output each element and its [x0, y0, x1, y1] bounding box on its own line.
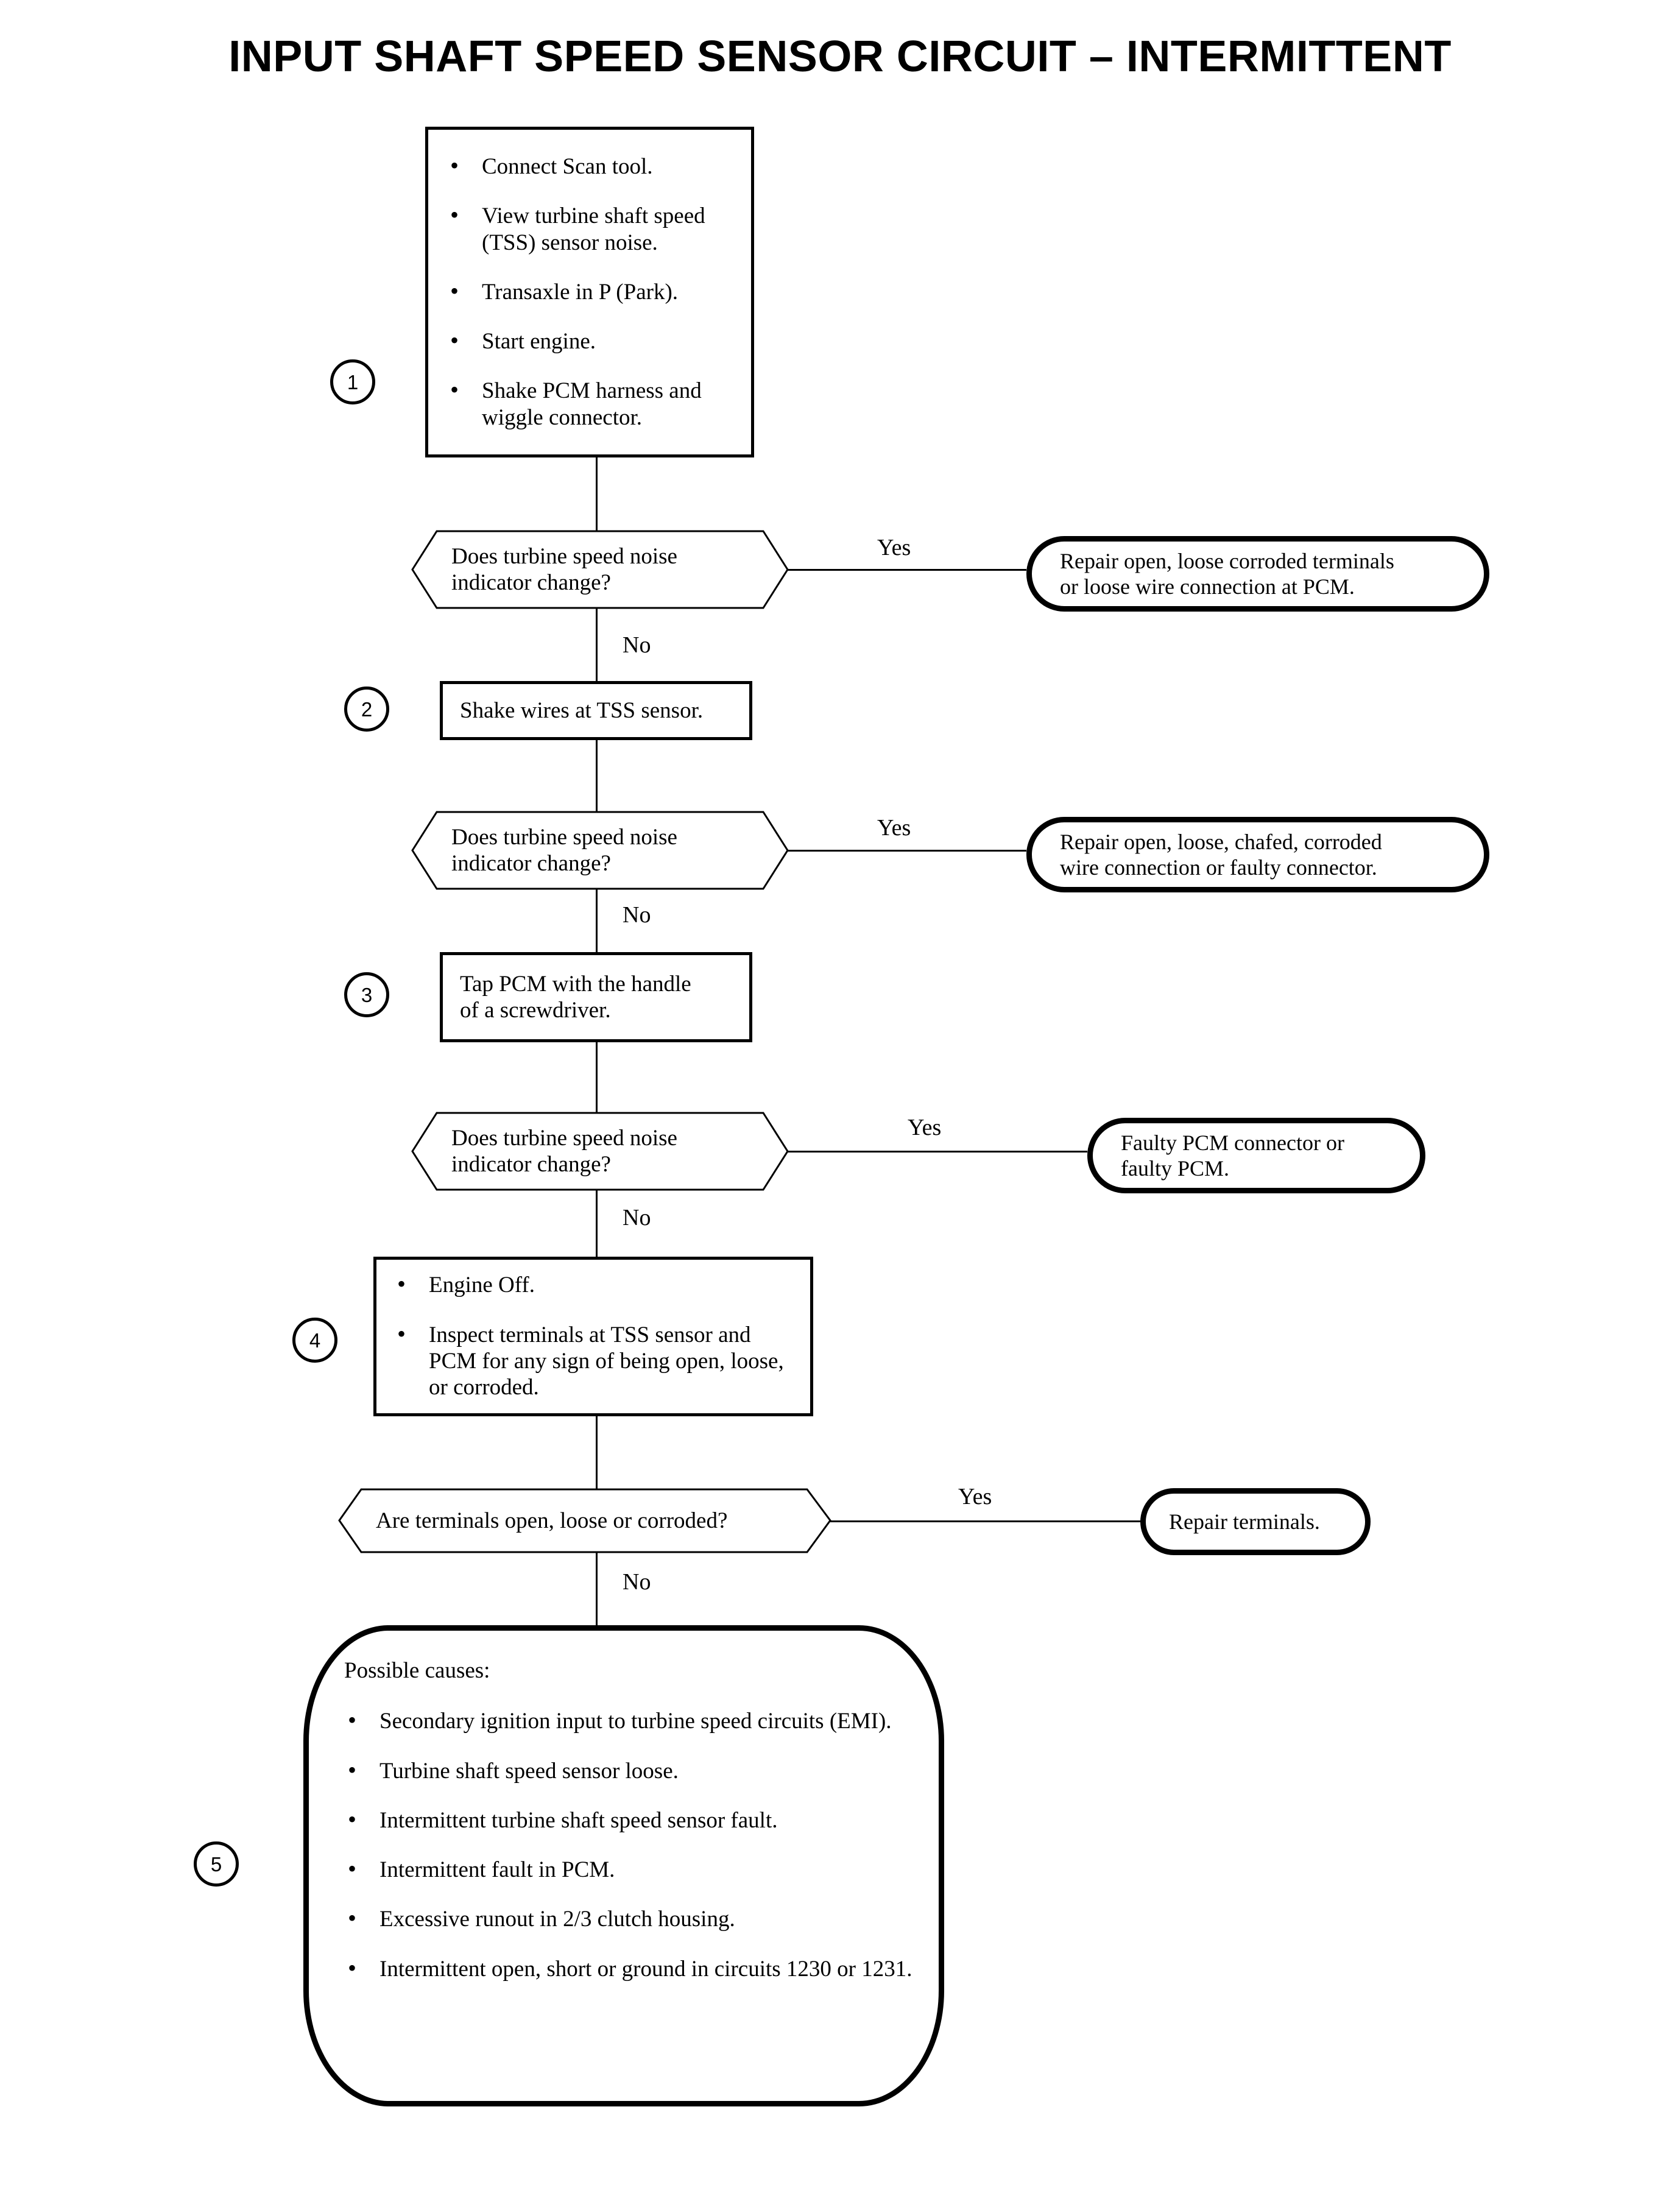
- result-2-line-1: Repair open, loose, chafed, corroded: [1060, 829, 1382, 854]
- step-1-bullet-list: Connect Scan tool. View turbine shaft sp…: [446, 152, 734, 431]
- list-item: Secondary ignition input to turbine spee…: [344, 1706, 914, 1735]
- list-item: Intermittent turbine shaft speed sensor …: [344, 1806, 914, 1834]
- edge-label-yes-3: Yes: [908, 1115, 942, 1140]
- step-marker-1-label: 1: [347, 370, 359, 394]
- step-5-heading: Possible causes:: [344, 1658, 490, 1683]
- result-4-box: Repair terminals.: [1140, 1488, 1371, 1555]
- connector-decision3-yes: [788, 1151, 1087, 1153]
- connector-step3-decision3: [596, 1042, 598, 1114]
- step-marker-2-label: 2: [361, 697, 373, 721]
- connector-decision4-yes: [830, 1520, 1142, 1522]
- step-5-box: Possible causes: Secondary ignition inpu…: [303, 1625, 944, 2106]
- result-4-text: Repair terminals.: [1169, 1509, 1320, 1534]
- list-item: Engine Off.: [394, 1270, 794, 1299]
- list-item: Turbine shaft speed sensor loose.: [344, 1756, 914, 1785]
- step-marker-3-label: 3: [361, 983, 373, 1006]
- decision-1-line-2: indicator change?: [451, 570, 611, 595]
- decision-3-line-2: indicator change?: [451, 1152, 611, 1177]
- result-3-line-2: faulty PCM.: [1121, 1156, 1230, 1181]
- step-4-bullet-list: Engine Off. Inspect terminals at TSS sen…: [394, 1270, 794, 1401]
- step-3-box: Tap PCM with the handle of a screwdriver…: [440, 952, 752, 1042]
- decision-4-text: Are terminals open, loose or corroded?: [376, 1508, 728, 1533]
- decision-1-line-1: Does turbine speed noise: [451, 543, 677, 569]
- decision-4-shape: Are terminals open, loose or corroded?: [338, 1488, 831, 1553]
- result-3-line-1: Faulty PCM connector or: [1121, 1130, 1344, 1155]
- edge-label-no-4: No: [623, 1569, 651, 1595]
- step-2-box: Shake wires at TSS sensor.: [440, 681, 752, 740]
- step-marker-5-label: 5: [210, 1852, 222, 1876]
- list-item: Intermittent fault in PCM.: [344, 1855, 914, 1883]
- step-marker-1: 1: [330, 359, 375, 404]
- connector-step2-decision2: [596, 740, 598, 813]
- edge-label-no-3: No: [623, 1205, 651, 1230]
- list-item: Shake PCM harness and wiggle connector.: [446, 376, 734, 431]
- result-1-box: Repair open, loose corroded terminals or…: [1026, 536, 1489, 612]
- list-item: Start engine.: [446, 327, 734, 355]
- result-1-line-1: Repair open, loose corroded terminals: [1060, 548, 1394, 573]
- edge-label-yes-2: Yes: [877, 815, 911, 841]
- connector-decision2-no: [596, 889, 598, 974]
- decision-1-shape: Does turbine speed noise indicator chang…: [411, 530, 789, 609]
- decision-3-line-1: Does turbine speed noise: [451, 1125, 677, 1151]
- connector-decision1-no: [596, 608, 598, 690]
- step-2-text: Shake wires at TSS sensor.: [460, 697, 704, 723]
- connector-decision1-yes: [788, 569, 1026, 571]
- page-title: INPUT SHAFT SPEED SENSOR CIRCUIT – INTER…: [228, 32, 1452, 81]
- decision-3-shape: Does turbine speed noise indicator chang…: [411, 1112, 789, 1191]
- step-marker-4: 4: [292, 1318, 337, 1363]
- result-3-box: Faulty PCM connector or faulty PCM.: [1087, 1118, 1425, 1193]
- list-item: Excessive runout in 2/3 clutch housing.: [344, 1904, 914, 1933]
- step-marker-2: 2: [344, 687, 389, 732]
- step-marker-3: 3: [344, 972, 389, 1017]
- connector-decision2-yes: [788, 850, 1026, 852]
- result-2-line-2: wire connection or faulty connector.: [1060, 855, 1377, 880]
- edge-label-yes-1: Yes: [877, 535, 911, 560]
- edge-label-yes-4: Yes: [958, 1484, 992, 1509]
- list-item: Connect Scan tool.: [446, 152, 734, 180]
- result-2-box: Repair open, loose, chafed, corroded wir…: [1026, 817, 1489, 892]
- list-item: Inspect terminals at TSS sensor and PCM …: [394, 1320, 794, 1401]
- connector-step4-decision4: [596, 1416, 598, 1489]
- connector-step1-decision1: [596, 457, 598, 532]
- decision-2-line-1: Does turbine speed noise: [451, 824, 677, 850]
- list-item: View turbine shaft speed (TSS) sensor no…: [446, 201, 734, 256]
- result-1-line-2: or loose wire connection at PCM.: [1060, 574, 1355, 599]
- step-1-box: Connect Scan tool. View turbine shaft sp…: [425, 127, 754, 457]
- edge-label-no-2: No: [623, 902, 651, 928]
- decision-2-shape: Does turbine speed noise indicator chang…: [411, 811, 789, 890]
- list-item: Transaxle in P (Park).: [446, 277, 734, 306]
- step-3-line-1: Tap PCM with the handle: [460, 971, 691, 997]
- connector-decision3-no: [596, 1190, 598, 1271]
- connector-decision4-no: [596, 1552, 598, 1628]
- list-item: Intermittent open, short or ground in ci…: [344, 1954, 914, 1983]
- edge-label-no-1: No: [623, 632, 651, 658]
- step-marker-5: 5: [194, 1841, 239, 1887]
- step-marker-4-label: 4: [309, 1329, 321, 1352]
- decision-2-line-2: indicator change?: [451, 851, 611, 876]
- step-4-box: Engine Off. Inspect terminals at TSS sen…: [373, 1257, 813, 1416]
- step-5-bullet-list: Secondary ignition input to turbine spee…: [344, 1706, 914, 1983]
- step-3-line-2: of a screwdriver.: [460, 998, 611, 1023]
